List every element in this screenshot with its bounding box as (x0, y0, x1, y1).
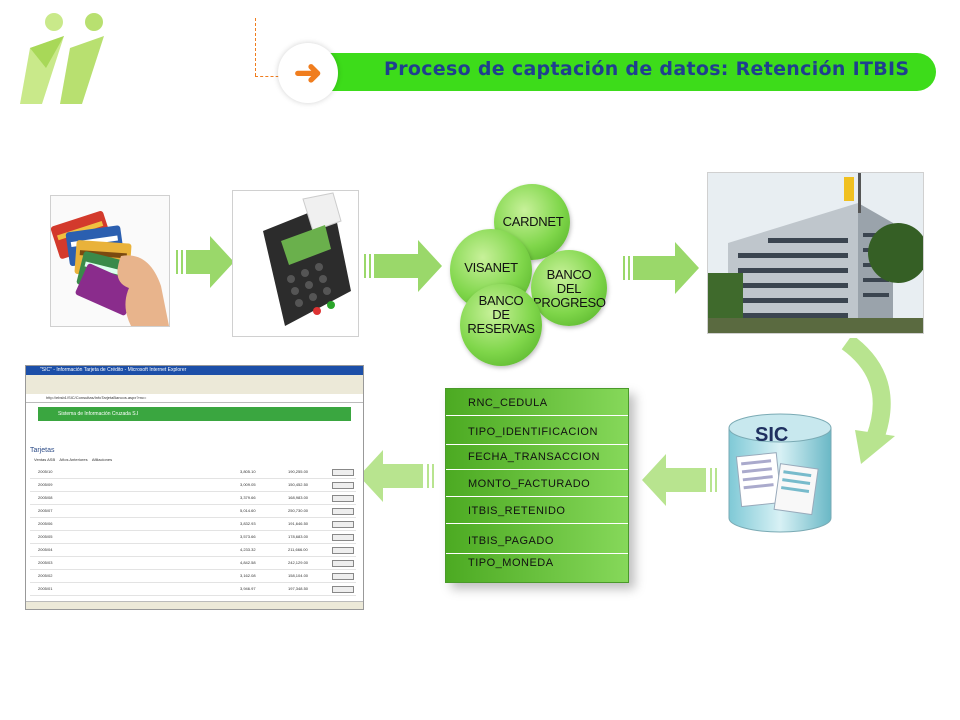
flow-curved-arrow-building-to-sic (835, 334, 905, 473)
field-row: TIPO_IDENTIFICACION (446, 418, 628, 445)
government-building-photo (707, 172, 924, 334)
bank-visanet-label: VISANET (464, 260, 518, 275)
row-action-button[interactable] (332, 547, 354, 554)
field-row: MONTO_FACTURADO (446, 470, 628, 497)
credit-cards-photo (50, 195, 170, 327)
field-row: ITBIS_PAGADO (446, 527, 628, 554)
row-action-button[interactable] (332, 586, 354, 593)
sic-database-cylinder (725, 410, 835, 540)
address-bar: http://ebsb1/SIC/Consultas/InfoTarjetaBa… (26, 394, 363, 403)
dashed-connector-vertical (255, 18, 256, 76)
row-action-button[interactable] (332, 560, 354, 567)
row-action-button[interactable] (332, 534, 354, 541)
sic-label: SIC (755, 424, 789, 446)
flow-arrow-fields-to-screenshot (357, 446, 437, 511)
page-title: Proceso de captación de datos: Retención… (384, 58, 910, 80)
row-action-button[interactable] (332, 508, 354, 515)
app-header: Sistema de Información Cruzada S.I (38, 407, 351, 421)
pos-terminal-photo (232, 190, 359, 337)
row-action-button[interactable] (332, 521, 354, 528)
bank-cardnet-label: CARDNET (502, 214, 564, 229)
bank-progreso-label: BANCO DEL PROGRESO (533, 267, 606, 310)
dashed-connector-horizontal (255, 76, 289, 77)
browser-status-bar (26, 601, 363, 609)
bank-reservas-label: BANCO DE RESERVAS (467, 293, 535, 336)
flow-arrow-sic-to-fields (640, 450, 720, 515)
row-action-button[interactable] (332, 469, 354, 476)
field-row: TIPO_MONEDA (468, 557, 554, 569)
window-title-bar: "SIC" - Información Tarjeta de Crédito -… (26, 366, 363, 375)
bank-reservas-circle: BANCO DE RESERVAS (460, 284, 542, 366)
sic-application-screenshot: "SIC" - Información Tarjeta de Crédito -… (25, 365, 364, 610)
title-bar (300, 53, 936, 91)
right-arrow-icon: ➜ (293, 54, 323, 92)
field-row: ITBIS_RETENIDO (446, 497, 628, 524)
flow-arrow-banks-to-building (623, 240, 703, 305)
row-action-button[interactable] (332, 573, 354, 580)
flow-arrow-cards-to-pos (176, 232, 236, 297)
app-page: Sistema de Información Cruzada S.I Tarje… (26, 403, 363, 601)
row-action-button[interactable] (332, 495, 354, 502)
tarjetas-heading: Tarjetas (30, 447, 55, 454)
field-row: RNC_CEDULA (446, 389, 628, 416)
row-action-button[interactable] (332, 482, 354, 489)
ii-logo (16, 8, 116, 108)
nav-circle-button[interactable] (278, 43, 338, 103)
app-tabs: Ventas ASB Años Anteriores Afiliaciones (34, 457, 113, 462)
menu-bar (26, 375, 363, 382)
bank-progreso-circle: BANCO DEL PROGRESO (531, 250, 607, 326)
flow-arrow-pos-to-banks (364, 236, 444, 301)
field-row: FECHA_TRANSACCION (446, 443, 628, 470)
data-fields-table: RNC_CEDULA TIPO_IDENTIFICACION FECHA_TRA… (445, 388, 629, 583)
